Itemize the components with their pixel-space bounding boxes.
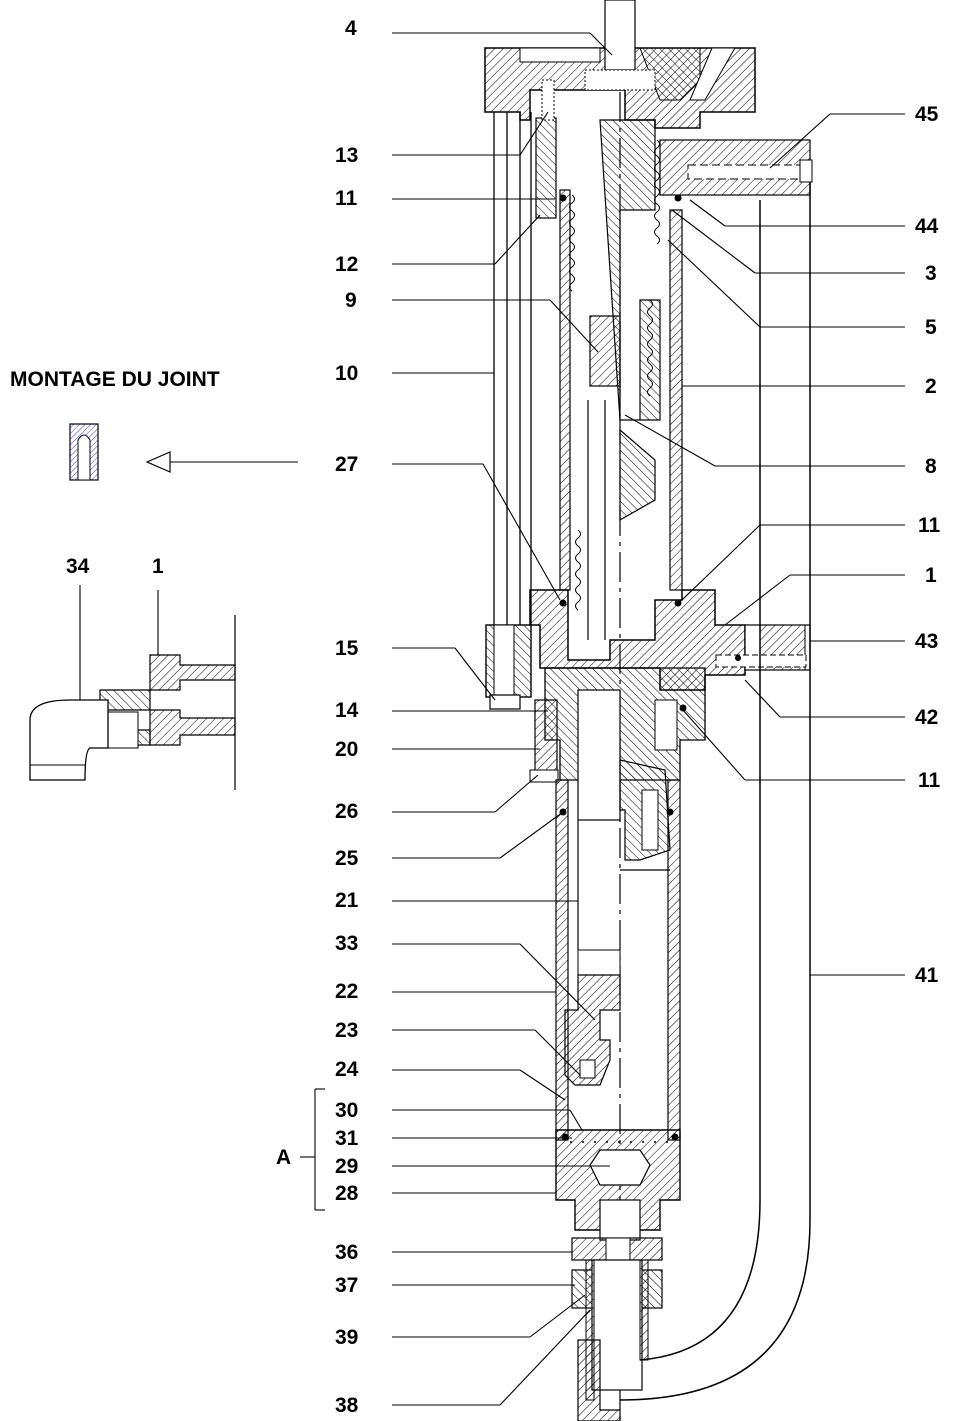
group-label-a: A [276, 1146, 292, 1169]
part-label: 37 [335, 1274, 359, 1297]
part-label: 22 [335, 980, 359, 1003]
part-label: 45 [915, 103, 939, 126]
part-label: 11 [335, 187, 358, 210]
part-label: 3 [925, 262, 937, 285]
inset-part-label: 34 [66, 555, 90, 578]
top-head [484, 0, 756, 129]
part-label: 23 [335, 1019, 359, 1042]
inset-elbow-detail [29, 585, 236, 790]
part-label: 44 [915, 215, 939, 238]
part-label: 42 [915, 706, 939, 729]
part-label: 28 [335, 1182, 359, 1205]
part-label: 41 [915, 964, 939, 987]
part-label: 8 [925, 455, 937, 478]
part-label: 15 [335, 637, 359, 660]
part-label: 11 [918, 514, 941, 537]
part-label: 36 [335, 1241, 359, 1264]
part-label: 33 [335, 932, 359, 955]
part-label: 11 [918, 769, 941, 792]
seal-detail-icon [69, 423, 99, 481]
part-label: 14 [335, 699, 359, 722]
arrow-head-icon [145, 451, 171, 473]
part-label: 43 [915, 630, 939, 653]
part-label: 39 [335, 1326, 359, 1349]
part-label: 21 [335, 889, 359, 912]
part-label: 29 [335, 1155, 359, 1178]
part-label: 4 [345, 17, 357, 40]
part-label: 13 [335, 144, 359, 167]
part-label: 26 [335, 800, 359, 823]
part-label: 31 [335, 1127, 359, 1150]
part-label: 20 [335, 738, 359, 761]
part-label: 12 [335, 253, 359, 276]
part-label: 24 [335, 1058, 359, 1081]
inset-part-label: 1 [152, 555, 164, 578]
part-label: 5 [925, 316, 937, 339]
part-label: 30 [335, 1099, 359, 1122]
detail-title: MONTAGE DU JOINT [10, 368, 220, 391]
part-label: 9 [345, 289, 357, 312]
spring-upper-left [569, 194, 575, 292]
part-label: 38 [335, 1394, 359, 1417]
part-label: 27 [335, 453, 359, 476]
part-label: 25 [335, 847, 359, 870]
part-label: 1 [925, 564, 937, 587]
part-label: 10 [335, 362, 359, 385]
part-label: 2 [925, 375, 937, 398]
